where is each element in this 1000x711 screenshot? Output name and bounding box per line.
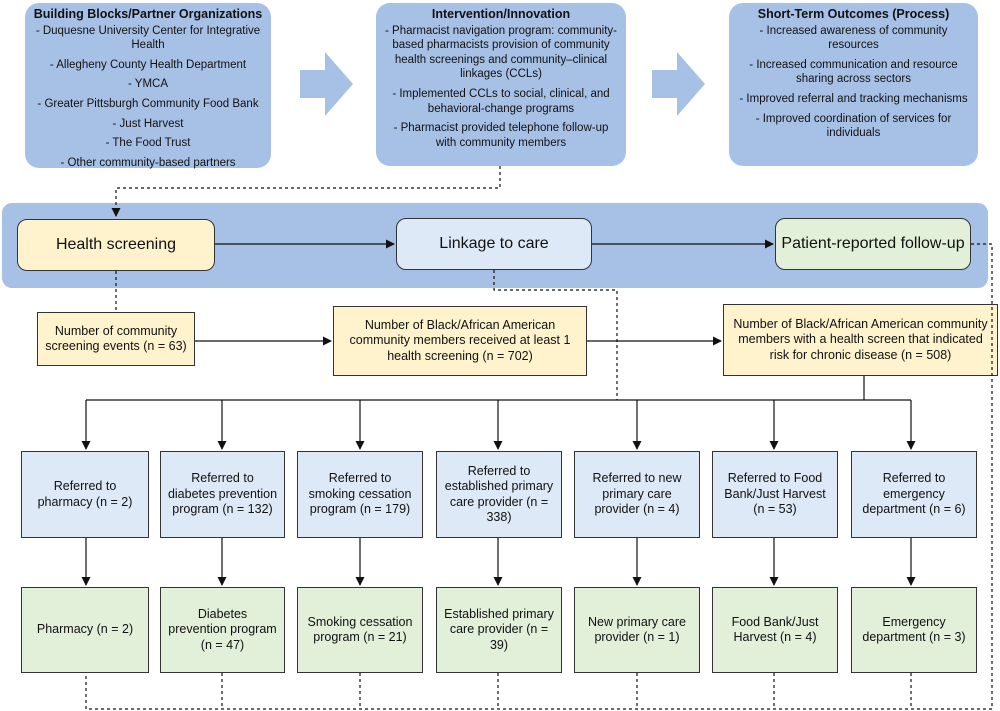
outcomes-item: - Increased awareness of community resou…: [759, 24, 948, 52]
outcome-box: New primary care provider (n = 1): [574, 587, 700, 673]
building-blocks-box: Building Blocks/Partner Organizations - …: [25, 3, 271, 169]
building-blocks-title: Building Blocks/Partner Organizations: [33, 7, 263, 21]
intervention-item: - Implemented CCLs to social, clinical, …: [392, 87, 610, 115]
stage-linkage-to-care: Linkage to care: [396, 218, 592, 270]
outcomes-item: - Increased communication and resource s…: [749, 58, 958, 86]
referral-box: Referred to emergency department (n = 6): [851, 451, 977, 538]
intervention-box: Intervention/Innovation - Pharmacist nav…: [376, 3, 626, 166]
block-arrow-2: [652, 52, 705, 116]
building-item: - Greater Pittsburgh Community Food Bank: [37, 97, 259, 110]
count-screening-events: Number of community screening events (n …: [37, 312, 195, 366]
intervention-title: Intervention/Innovation: [431, 7, 571, 21]
outcomes-item: - Improved referral and tracking mechani…: [739, 92, 968, 105]
outcome-box: Smoking cessation program (n = 21): [297, 587, 423, 673]
outcomes-item: - Improved coordination of services for …: [755, 112, 952, 140]
outcome-box: Food Bank/Just Harvest (n = 4): [712, 587, 838, 673]
block-arrow-1: [300, 52, 353, 116]
outcomes-box: Short-Term Outcomes (Process) - Increase…: [729, 3, 978, 166]
stage-patient-followup: Patient-reported follow-up: [775, 218, 971, 270]
referral-box: Referred to diabetes prevention program …: [160, 451, 285, 538]
building-item: - Duquesne University Center for Integra…: [35, 24, 261, 52]
outcomes-title: Short-Term Outcomes (Process): [757, 7, 950, 21]
outcome-box: Diabetes prevention program (n = 47): [160, 587, 285, 673]
building-item: - YMCA: [127, 78, 169, 91]
referral-box: Referred to new primary care provider (n…: [574, 451, 700, 538]
referral-box: Referred to established primary care pro…: [436, 451, 562, 538]
outcome-box: Emergency department (n = 3): [851, 587, 977, 673]
outcome-box: Pharmacy (n = 2): [21, 587, 149, 673]
referral-box: Referred to Food Bank/Just Harvest (n = …: [712, 451, 838, 538]
referral-box: Referred to smoking cessation program (n…: [297, 451, 423, 538]
building-item: - The Food Trust: [105, 137, 191, 150]
count-screened-members: Number of Black/African American communi…: [333, 306, 587, 376]
intervention-item: - Pharmacist navigation program: communi…: [385, 24, 617, 81]
intervention-item: - Pharmacist provided telephone follow-u…: [393, 122, 609, 149]
referral-box: Referred to pharmacy (n = 2): [21, 451, 149, 538]
count-risk-members: Number of Black/African American communi…: [723, 304, 998, 376]
building-item: - Just Harvest: [112, 117, 184, 130]
building-item: - Other community-based partners: [60, 156, 236, 169]
building-item: - Allegheny County Health Department: [49, 58, 247, 71]
outcome-box: Established primary care provider (n = 3…: [436, 587, 562, 673]
stage-health-screening: Health screening: [17, 219, 215, 271]
